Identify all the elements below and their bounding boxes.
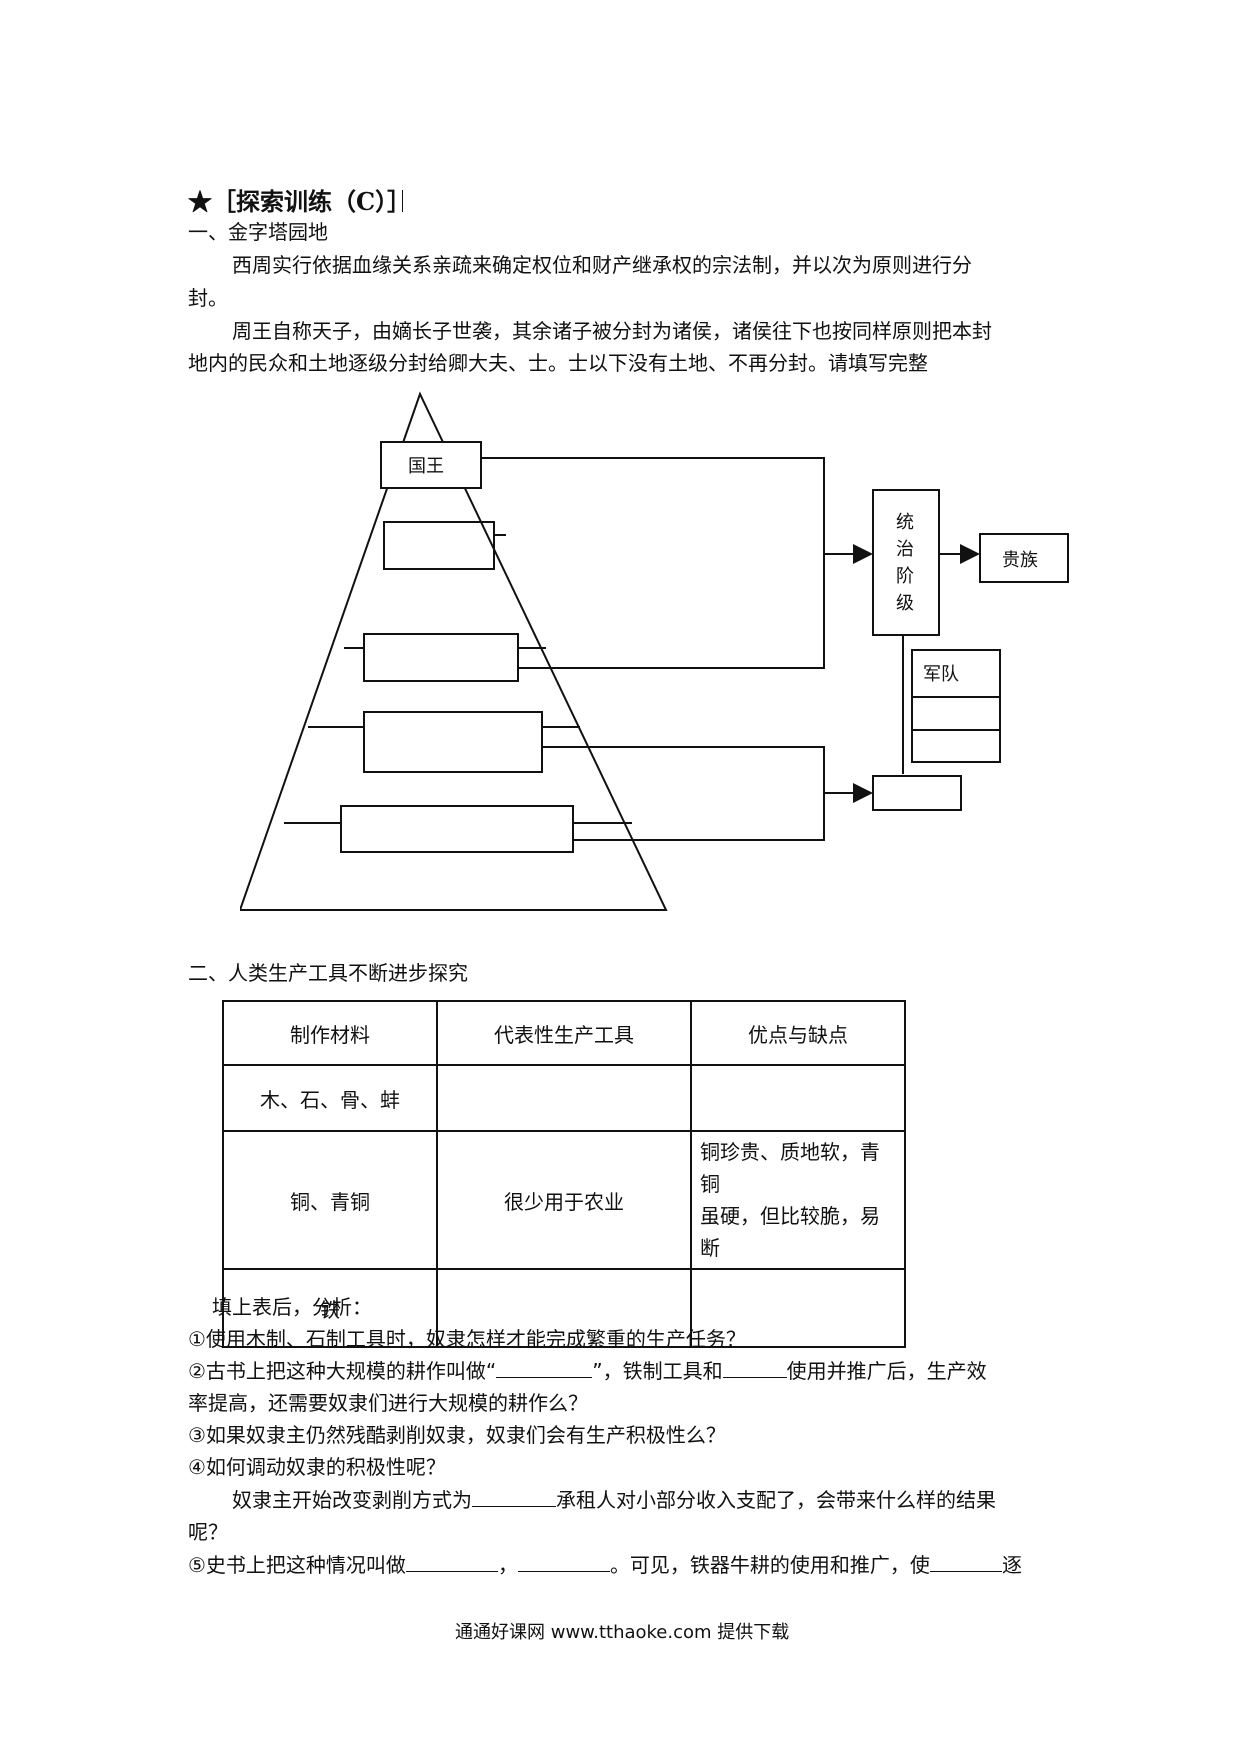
question-1: ①使用木制、石制工具时，奴隶怎样才能完成繁重的生产任务？ [188,1327,746,1351]
question-4-followup: 奴隶主开始改变剥削方式为 承租人对小部分收入支配了，会带来什么样的结果 [232,1485,996,1515]
table-row: 铜、青铜 很少用于农业 铜珍贵、质地软，青铜 虽硬，但比较脆，易断 [222,1130,906,1270]
question-4-line-2: 呢？ [188,1520,228,1544]
level-box-2 [383,521,495,570]
q5-text-c: 。可见，铁器牛耕的使用和推广，使 [609,1553,930,1577]
cell-tool: 很少用于农业 [436,1130,692,1270]
pros-cons-line-1: 铜珍贵、质地软，青铜 [700,1140,880,1196]
question-5: ⑤史书上把这种情况叫做 ， 。可见，铁器牛耕的使用和推广，使 逐 [188,1550,1022,1580]
part1-para2-line1: 周王自称天子，由嫡长子世袭，其余诸子被分封为诸侯，诸侯往下也按同样原则把本封 [232,319,992,343]
q5-blank-1[interactable] [405,1570,498,1572]
q2-blank-2[interactable] [722,1376,787,1378]
cell-tool[interactable] [436,1268,692,1348]
after-table-text: 填上表后，分析： [212,1295,372,1319]
army-box [911,649,1001,763]
noble-box [979,533,1069,583]
header-pros-cons: 优点与缺点 [690,1000,906,1066]
q2-text-c: 使用并推广后，生产效 [786,1359,987,1383]
noble-label: 贵族 [1002,550,1038,571]
pyramid-triangle [238,391,668,911]
cell-pros-cons[interactable] [690,1268,906,1348]
pyramid-diagram: 国王 统 治 阶 级 贵族 军队 [238,390,1100,930]
cell-material: 木、石、骨、蚌 [222,1064,438,1132]
q4-text-b: 承租人对小部分收入支配了，会带来什么样的结果 [556,1488,996,1512]
table-header-row: 制作材料 代表性生产工具 优点与缺点 [222,1000,906,1066]
level-box-3 [363,633,519,682]
part1-title: 一、金字塔园地 [188,220,328,244]
cell-material: 铜、青铜 [222,1130,438,1270]
heading-rule [402,190,404,212]
cell-material: 铁 [222,1268,438,1348]
q5-blank-2[interactable] [517,1570,610,1572]
question-4: ④如何调动奴隶的积极性呢？ [188,1455,446,1479]
q5-text-d: 逐 [1001,1553,1022,1577]
page-footer: 通通好课网 www.tthaoke.com 提供下载 [455,1622,790,1643]
tools-table: 制作材料 代表性生产工具 优点与缺点 木、石、骨、蚌 铜、青铜 很少用于农业 铜… [222,1000,906,1348]
cell-tool[interactable] [436,1064,692,1132]
table-row: 铁 [222,1268,906,1348]
level-box-5 [340,805,574,853]
cell-pros-cons[interactable] [690,1064,906,1132]
ruling-class-char-1: 统 [896,512,914,533]
level-box-1 [380,441,482,489]
q5-text-a: ⑤史书上把这种情况叫做 [188,1553,406,1577]
table-row: 木、石、骨、蚌 [222,1064,906,1132]
cell-pros-cons: 铜珍贵、质地软，青铜 虽硬，但比较脆，易断 [690,1130,906,1270]
part1-para1-line1: 西周实行依据血缘关系亲疏来确定权位和财产继承权的宗法制，并以次为原则进行分 [232,253,972,277]
ruling-class-box [872,489,940,636]
question-3: ③如果奴隶主仍然残酷剥削奴隶，奴隶们会有生产积极性么？ [188,1423,726,1447]
q2-blank-1[interactable] [496,1376,593,1378]
ruling-class-char-4: 级 [896,593,914,614]
part1-para1-line2: 封。 [188,286,228,310]
q4-text-a: 奴隶主开始改变剥削方式为 [232,1488,472,1512]
q5-blank-3[interactable] [929,1570,1002,1572]
pros-cons-line-2: 虽硬，但比较脆，易断 [700,1204,880,1260]
king-label: 国王 [408,456,444,477]
question-2-line-1: ②古书上把这种大规模的耕作叫做“ ”，铁制工具和 使用并推广后，生产效 [188,1356,987,1386]
part2-title: 二、人类生产工具不断进步探究 [188,961,468,985]
section-title: ★［探索训练（C）］ [188,187,412,216]
lower-class-box [872,775,962,811]
question-2-line-2: 率提高，还需要奴隶们进行大规模的耕作么？ [188,1391,588,1415]
header-tool: 代表性生产工具 [436,1000,692,1066]
ruling-class-char-3: 阶 [896,566,914,587]
pyramid-svg: 国王 统 治 阶 级 贵族 军队 [238,391,1069,911]
level-box-4 [363,711,543,773]
header-material: 制作材料 [222,1000,438,1066]
q4-blank[interactable] [472,1505,556,1507]
ruling-class-char-2: 治 [896,539,914,560]
q2-text-a: ②古书上把这种大规模的耕作叫做“ [188,1359,497,1383]
q5-text-b: ， [497,1553,518,1577]
q2-text-b: ”，铁制工具和 [592,1359,723,1383]
army-label: 军队 [923,664,959,685]
part1-para2-line2: 地内的民众和土地逐级分封给卿大夫、士。士以下没有土地、不再分封。请填写完整 [188,351,928,375]
